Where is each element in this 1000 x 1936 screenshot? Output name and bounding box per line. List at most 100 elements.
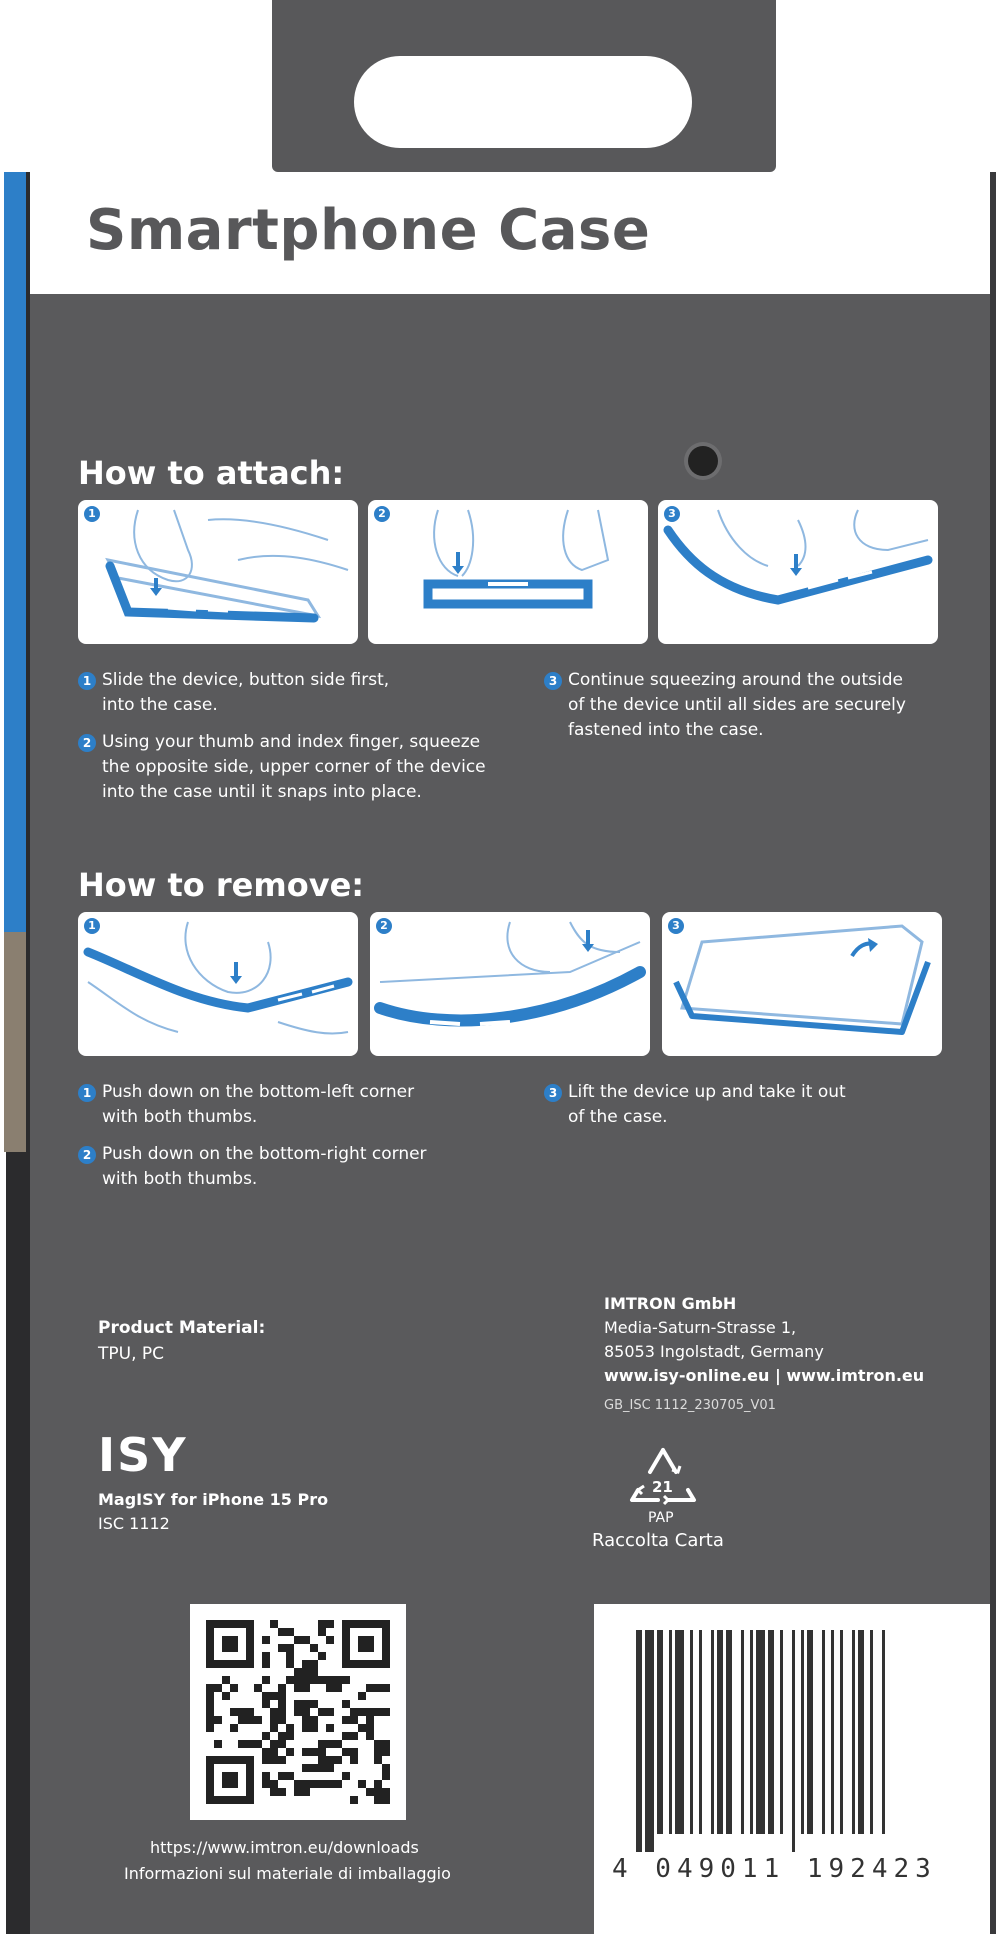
qr-module [230,1708,238,1716]
qr-module [350,1716,358,1724]
qr-module [326,1740,334,1748]
qr-module [310,1700,318,1708]
barcode-bar [711,1630,714,1834]
qr-module [358,1724,366,1732]
barcode-bar [699,1630,702,1834]
remove-step-1-number: 1 [78,1084,96,1102]
barcode-bar [726,1630,732,1834]
qr-module [382,1788,390,1796]
qr-module [278,1692,286,1700]
hang-hole [354,56,692,148]
material-label: Product Material: [98,1318,266,1338]
attach-step-1-text: Slide the device, button side first, int… [102,670,390,715]
qr-module [334,1756,342,1764]
qr-module [278,1716,286,1724]
qr-module [206,1700,214,1708]
qr-module [262,1772,270,1780]
qr-module [382,1764,390,1772]
qr-module [262,1780,270,1788]
attach-step-3-number: 3 [544,672,562,690]
remove-step-1-text: Push down on the bottom-left corner with… [102,1082,415,1127]
qr-module [318,1708,326,1716]
qr-module [278,1740,286,1748]
qr-module [294,1700,302,1708]
barcode-bar [741,1630,744,1834]
qr-module [302,1684,310,1692]
qr-module [334,1676,342,1684]
qr-module [350,1708,358,1716]
qr-module [270,1692,278,1700]
remove-step-3-text: Lift the device up and take it out of th… [568,1082,846,1127]
qr-module [294,1780,302,1788]
qr-module [262,1700,270,1708]
qr-module [262,1652,270,1660]
remove-step-2-number: 2 [78,1146,96,1164]
attach-illustration-1 [105,509,349,623]
qr-module [326,1764,334,1772]
qr-module [262,1676,270,1684]
qr-module [206,1724,214,1732]
qr-module [230,1724,238,1732]
qr-module [334,1684,342,1692]
qr-module [374,1684,382,1692]
attach-panel-3-badge: 3 [664,506,680,522]
remove-panel-3: 3 [662,912,942,1056]
qr-module [326,1676,334,1684]
barcode-bar [657,1630,663,1834]
qr-module [342,1748,350,1756]
remove-panel-1-badge: 1 [84,918,100,934]
remove-panel-1: 1 [78,912,358,1056]
qr-module [302,1788,310,1796]
manufacturer-city: 85053 Ingolstadt, Germany [604,1342,824,1361]
qr-module [334,1740,342,1748]
qr-module [278,1700,286,1708]
qr-module [294,1708,302,1716]
recycling-label: Raccolta Carta [592,1530,724,1551]
qr-module [310,1724,318,1732]
qr-module [302,1668,310,1676]
barcode-bar [780,1630,783,1834]
qr-module [318,1652,326,1660]
qr-module [382,1740,390,1748]
qr-module [254,1684,262,1692]
remove-illustration-2 [374,921,646,1027]
qr-module [278,1788,286,1796]
attach-panel-1-badge: 1 [84,506,100,522]
qr-module [302,1708,310,1716]
remove-step-3: 3 Lift the device up and take it out of … [544,1080,964,1130]
qr-module [286,1644,294,1652]
qr-module [342,1772,350,1780]
qr-module [286,1772,294,1780]
qr-module [302,1636,310,1644]
manufacturer-name: IMTRON GmbH [604,1294,737,1313]
qr-module [278,1756,286,1764]
qr-module [262,1692,270,1700]
barcode-bar [675,1630,684,1834]
barcode-bar [822,1630,825,1834]
qr-url[interactable]: https://www.imtron.eu/downloads [150,1838,419,1857]
attach-panel-3: 3 [658,500,938,644]
barcode-bar [636,1630,642,1852]
box-edge [990,172,996,1934]
blue-side-strip [4,172,26,932]
qr-module [318,1628,326,1636]
qr-module [358,1692,366,1700]
qr-module [278,1772,286,1780]
qr-module [350,1732,358,1740]
barcode-bar [717,1630,723,1834]
qr-module [326,1708,334,1716]
remove-step-3-number: 3 [544,1084,562,1102]
qr-module [326,1724,334,1732]
qr-module [286,1652,294,1660]
qr-code[interactable] [190,1604,406,1820]
qr-module [318,1756,326,1764]
qr-module [262,1756,270,1764]
manufacturer-street: Media-Saturn-Strasse 1, [604,1318,797,1337]
qr-module [374,1708,382,1716]
qr-module [326,1620,334,1628]
qr-module [222,1676,230,1684]
qr-module [302,1780,310,1788]
qr-module [286,1724,294,1732]
barcode-label [594,1604,990,1934]
qr-module [374,1788,382,1796]
